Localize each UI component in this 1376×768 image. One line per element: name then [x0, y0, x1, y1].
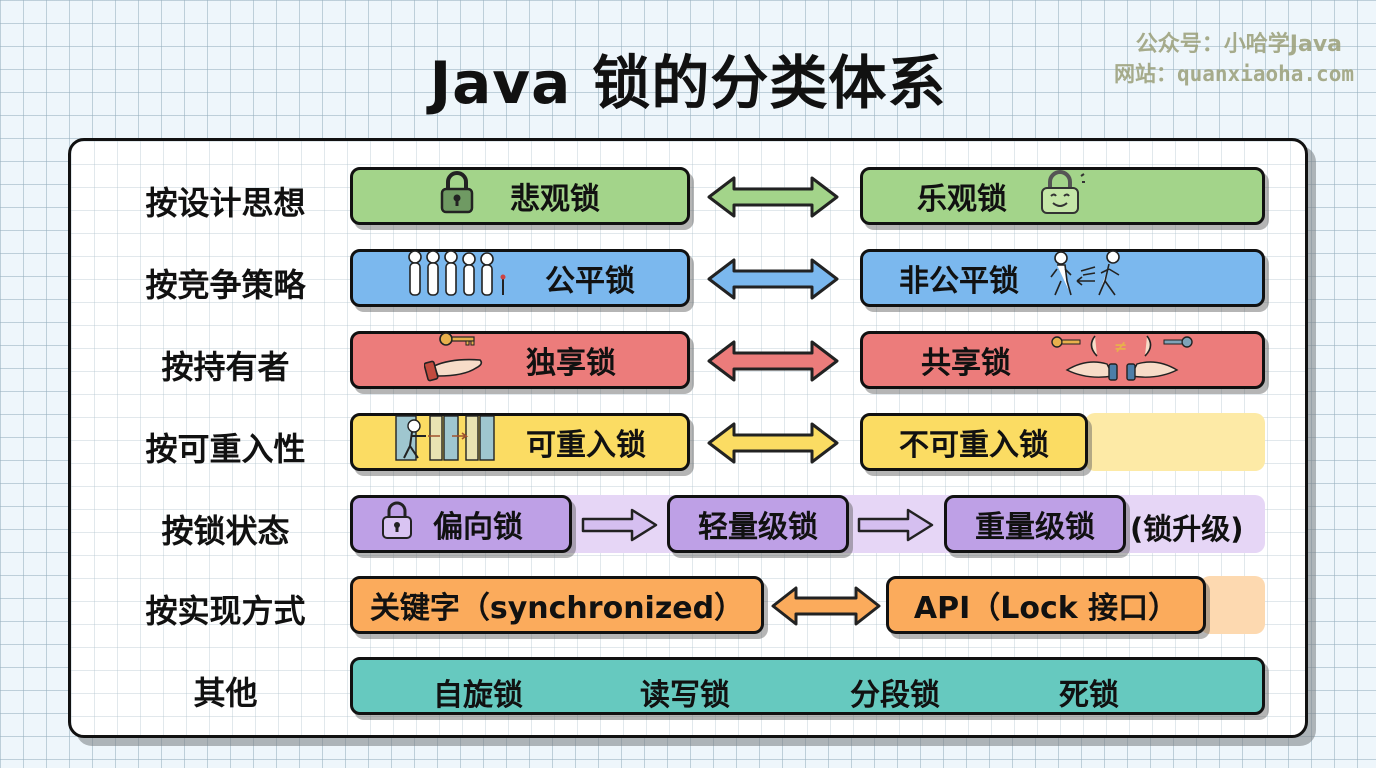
- shared-lock-label: 共享锁: [921, 346, 1011, 381]
- queue-people-icon: [405, 249, 509, 307]
- title-java: Java: [429, 49, 572, 117]
- hand-key-icon: [423, 330, 490, 390]
- biased-lock-box: 偏向锁: [350, 495, 572, 553]
- pessimistic-lock-label: 悲观锁: [510, 182, 600, 217]
- row-label-holder: 按持有者: [161, 348, 290, 386]
- heavyweight-lock-label: 重量级锁: [975, 510, 1095, 545]
- row-label-reentrancy: 按可重入性: [145, 430, 306, 468]
- watermark-account: 公众号：小哈学Java: [1135, 32, 1342, 57]
- doors-walk-icon: [394, 412, 498, 472]
- fair-lock-label: 公平锁: [545, 264, 635, 299]
- synchronized-keyword-label: 关键字（synchronized）: [369, 591, 745, 626]
- row-label-other: 其他: [193, 674, 258, 712]
- lightweight-lock-box: 轻量级锁: [667, 495, 849, 553]
- reentrant-lock-box: 可重入锁: [350, 413, 690, 471]
- non-reentrant-lock-extension: [1085, 413, 1265, 471]
- reentrant-lock-label: 可重入锁: [526, 428, 646, 463]
- title-main: 锁的分类体系: [571, 49, 947, 117]
- row-label-lock-state: 按锁状态: [161, 512, 290, 550]
- fair-lock-box: 公平锁: [350, 249, 690, 307]
- optimistic-lock-label: 乐观锁: [917, 182, 1007, 217]
- read-write-lock-label: 读写锁: [640, 678, 730, 713]
- exclusive-lock-label: 独享锁: [526, 346, 616, 381]
- synchronized-keyword-box: 关键字（synchronized）: [350, 576, 764, 634]
- biased-lock-label: 偏向锁: [433, 510, 523, 545]
- heavyweight-lock-box: 重量级锁: [944, 495, 1126, 553]
- padlock-icon: [381, 500, 413, 548]
- cutting-in-line-icon: [1049, 249, 1129, 307]
- smiling-padlock-icon: [1037, 168, 1087, 224]
- shared-keys-hands-icon: ≠: [1047, 330, 1197, 390]
- deadlock-label: 死锁: [1059, 678, 1119, 713]
- row-label-implementation: 按实现方式: [145, 592, 306, 630]
- double-arrow-icon: [707, 340, 839, 382]
- unfair-lock-label: 非公平锁: [899, 264, 1019, 299]
- shared-lock-box: 共享锁 ≠: [860, 331, 1265, 389]
- exclusive-lock-box: 独享锁: [350, 331, 690, 389]
- lock-escalation-note: (锁升级): [1130, 512, 1244, 546]
- double-arrow-icon: [707, 258, 839, 300]
- double-arrow-icon: [707, 176, 839, 218]
- unfair-lock-box: 非公平锁: [860, 249, 1265, 307]
- watermark-website: 网站：quanxiaoha.com: [1113, 62, 1354, 86]
- row-label-design: 按设计思想: [145, 184, 306, 222]
- padlock-icon: [440, 170, 474, 222]
- lock-api-label: API（Lock 接口）: [913, 591, 1179, 626]
- lightweight-lock-label: 轻量级锁: [698, 510, 818, 545]
- segment-lock-label: 分段锁: [850, 678, 940, 713]
- non-reentrant-lock-label: 不可重入锁: [899, 428, 1049, 463]
- double-arrow-icon: [771, 586, 881, 626]
- lock-api-extension: [1200, 576, 1265, 634]
- right-arrow-icon: [581, 508, 658, 542]
- non-reentrant-lock-box: 不可重入锁: [860, 413, 1088, 471]
- lock-api-box: API（Lock 接口）: [886, 576, 1206, 634]
- right-arrow-icon: [857, 508, 934, 542]
- page-title: Java 锁的分类体系: [0, 36, 1376, 120]
- optimistic-lock-box: 乐观锁: [860, 167, 1265, 225]
- double-arrow-icon: [707, 422, 839, 464]
- other-locks-box: 自旋锁 读写锁 分段锁 死锁: [350, 657, 1265, 715]
- row-label-competition: 按竞争策略: [145, 266, 306, 304]
- svg-text:≠: ≠: [1114, 337, 1127, 356]
- pessimistic-lock-box: 悲观锁: [350, 167, 690, 225]
- spin-lock-label: 自旋锁: [433, 678, 523, 713]
